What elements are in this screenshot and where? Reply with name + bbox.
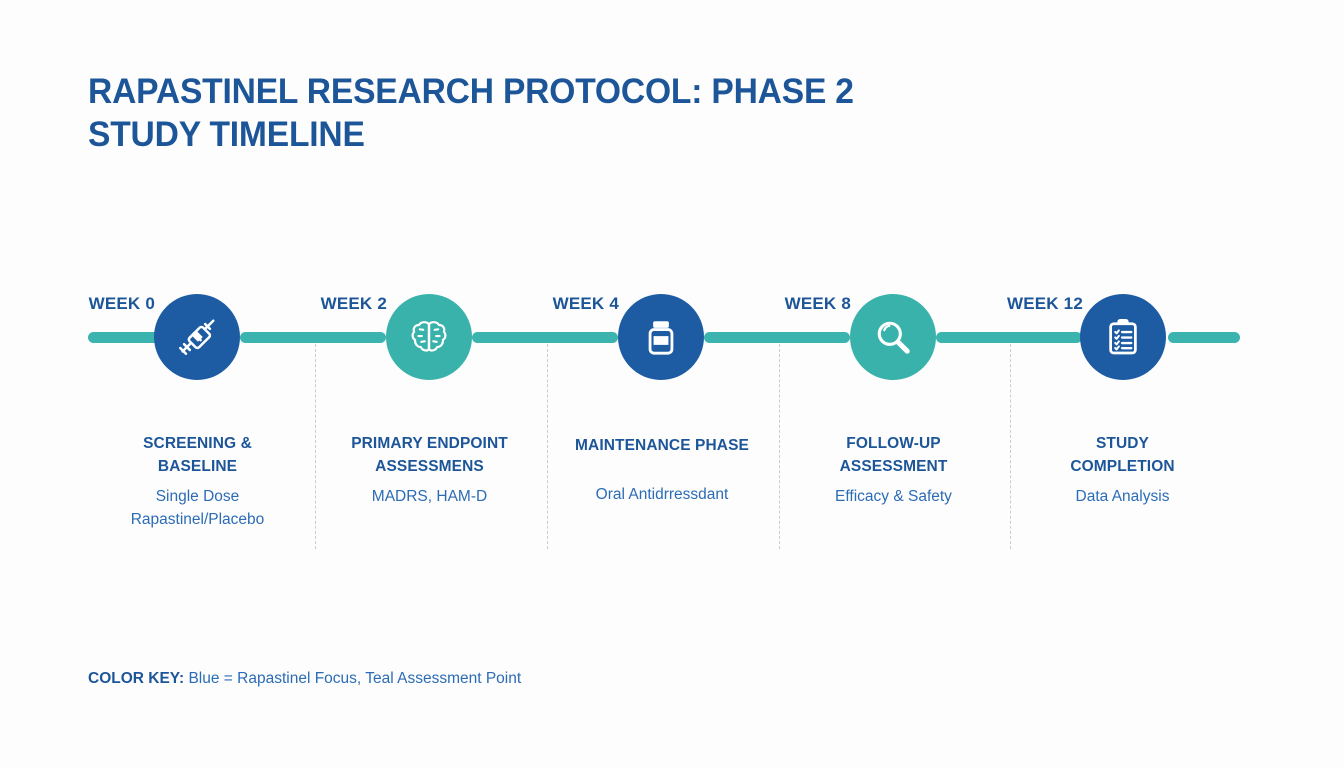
milestone-title-line: COMPLETION <box>1070 458 1175 475</box>
brain-icon <box>406 314 452 360</box>
milestone-subtitle-line: Data Analysis <box>1075 488 1170 505</box>
milestone-column-1: PRIMARY ENDPOINT ASSESSMENS MADRS, HAM-D <box>322 432 537 508</box>
milestone-title-line: ASSESSMENT <box>839 458 948 475</box>
milestone-subtitle-2: Oral Antidrressdant <box>553 483 771 506</box>
page-title: RAPASTINEL RESEARCH PROTOCOL: PHASE 2 ST… <box>88 70 1088 156</box>
week-label-2: WEEK 2 <box>320 294 387 313</box>
rail-segment-1 <box>240 332 386 343</box>
milestone-column-4: STUDY COMPLETION Data Analysis <box>1015 432 1230 508</box>
milestone-subtitle-line: MADRS, HAM-D <box>371 488 488 505</box>
milestone-title-line: ASSESSMENS <box>375 458 484 475</box>
milestone-title-line: PRIMARY ENDPOINT <box>351 435 508 452</box>
column-divider-1 <box>315 344 316 549</box>
milestone-subtitle-line: Oral Antidrressdant <box>595 486 729 503</box>
milestone-title-0: SCREENING & BASELINE <box>90 432 305 478</box>
timeline-node-week-12[interactable] <box>1080 294 1166 380</box>
column-divider-2 <box>547 344 548 549</box>
rail-segment-end <box>1168 332 1240 343</box>
milestone-subtitle-3: Efficacy & Safety <box>786 485 1001 508</box>
week-label-8: WEEK 8 <box>784 294 851 313</box>
milestone-subtitle-line: Efficacy & Safety <box>835 488 952 505</box>
title-line-2: STUDY TIMELINE <box>88 115 365 154</box>
milestone-column-3: FOLLOW-UP ASSESSMENT Efficacy & Safety <box>786 432 1001 508</box>
magnifying-glass-icon <box>871 315 915 359</box>
milestone-title-line: BASELINE <box>157 458 238 475</box>
column-divider-4 <box>1010 344 1011 549</box>
milestone-column-2: MAINTENANCE PHASE Oral Antidrressdant <box>553 434 771 506</box>
rail-segment-4 <box>936 332 1082 343</box>
milestone-title-line: SCREENING & <box>143 435 252 452</box>
milestone-title-2: MAINTENANCE PHASE <box>553 434 771 457</box>
milestone-title-1: PRIMARY ENDPOINT ASSESSMENS <box>322 432 537 478</box>
milestone-title-line: MAINTENANCE PHASE <box>575 437 749 454</box>
milestone-title-line: STUDY <box>1095 435 1150 452</box>
timeline-node-week-0[interactable] <box>154 294 240 380</box>
column-divider-3 <box>779 344 780 549</box>
week-label-0: WEEK 0 <box>88 294 155 313</box>
milestone-subtitle-line: Single Dose <box>155 488 240 505</box>
clipboard-checklist-icon <box>1101 315 1145 359</box>
week-label-4: WEEK 4 <box>552 294 619 313</box>
title-line-1: RAPASTINEL RESEARCH PROTOCOL: PHASE 2 <box>88 72 854 111</box>
timeline-node-week-4[interactable] <box>618 294 704 380</box>
milestone-subtitle-0: Single Dose Rapastinel/Placebo <box>90 485 305 531</box>
color-key-text: Blue = Rapastinel Focus, Teal Assessment… <box>184 670 522 687</box>
milestone-title-line: FOLLOW-UP <box>846 435 941 452</box>
timeline-node-week-8[interactable] <box>850 294 936 380</box>
syringe-icon <box>174 314 220 360</box>
rail-segment-3 <box>704 332 850 343</box>
color-key: COLOR KEY: Blue = Rapastinel Focus, Teal… <box>88 670 521 688</box>
milestone-column-0: SCREENING & BASELINE Single Dose Rapasti… <box>90 432 305 531</box>
color-key-lead: COLOR KEY: <box>88 670 185 687</box>
milestone-title-3: FOLLOW-UP ASSESSMENT <box>786 432 1001 478</box>
milestone-subtitle-line: Rapastinel/Placebo <box>130 511 265 528</box>
rail-segment-2 <box>472 332 618 343</box>
milestone-title-4: STUDY COMPLETION <box>1015 432 1230 478</box>
rail-segment-start <box>88 332 164 343</box>
milestone-subtitle-1: MADRS, HAM-D <box>322 485 537 508</box>
medicine-bottle-icon <box>640 316 682 358</box>
timeline-node-week-2[interactable] <box>386 294 472 380</box>
milestone-subtitle-4: Data Analysis <box>1015 485 1230 508</box>
week-label-12: WEEK 12 <box>1006 294 1083 313</box>
